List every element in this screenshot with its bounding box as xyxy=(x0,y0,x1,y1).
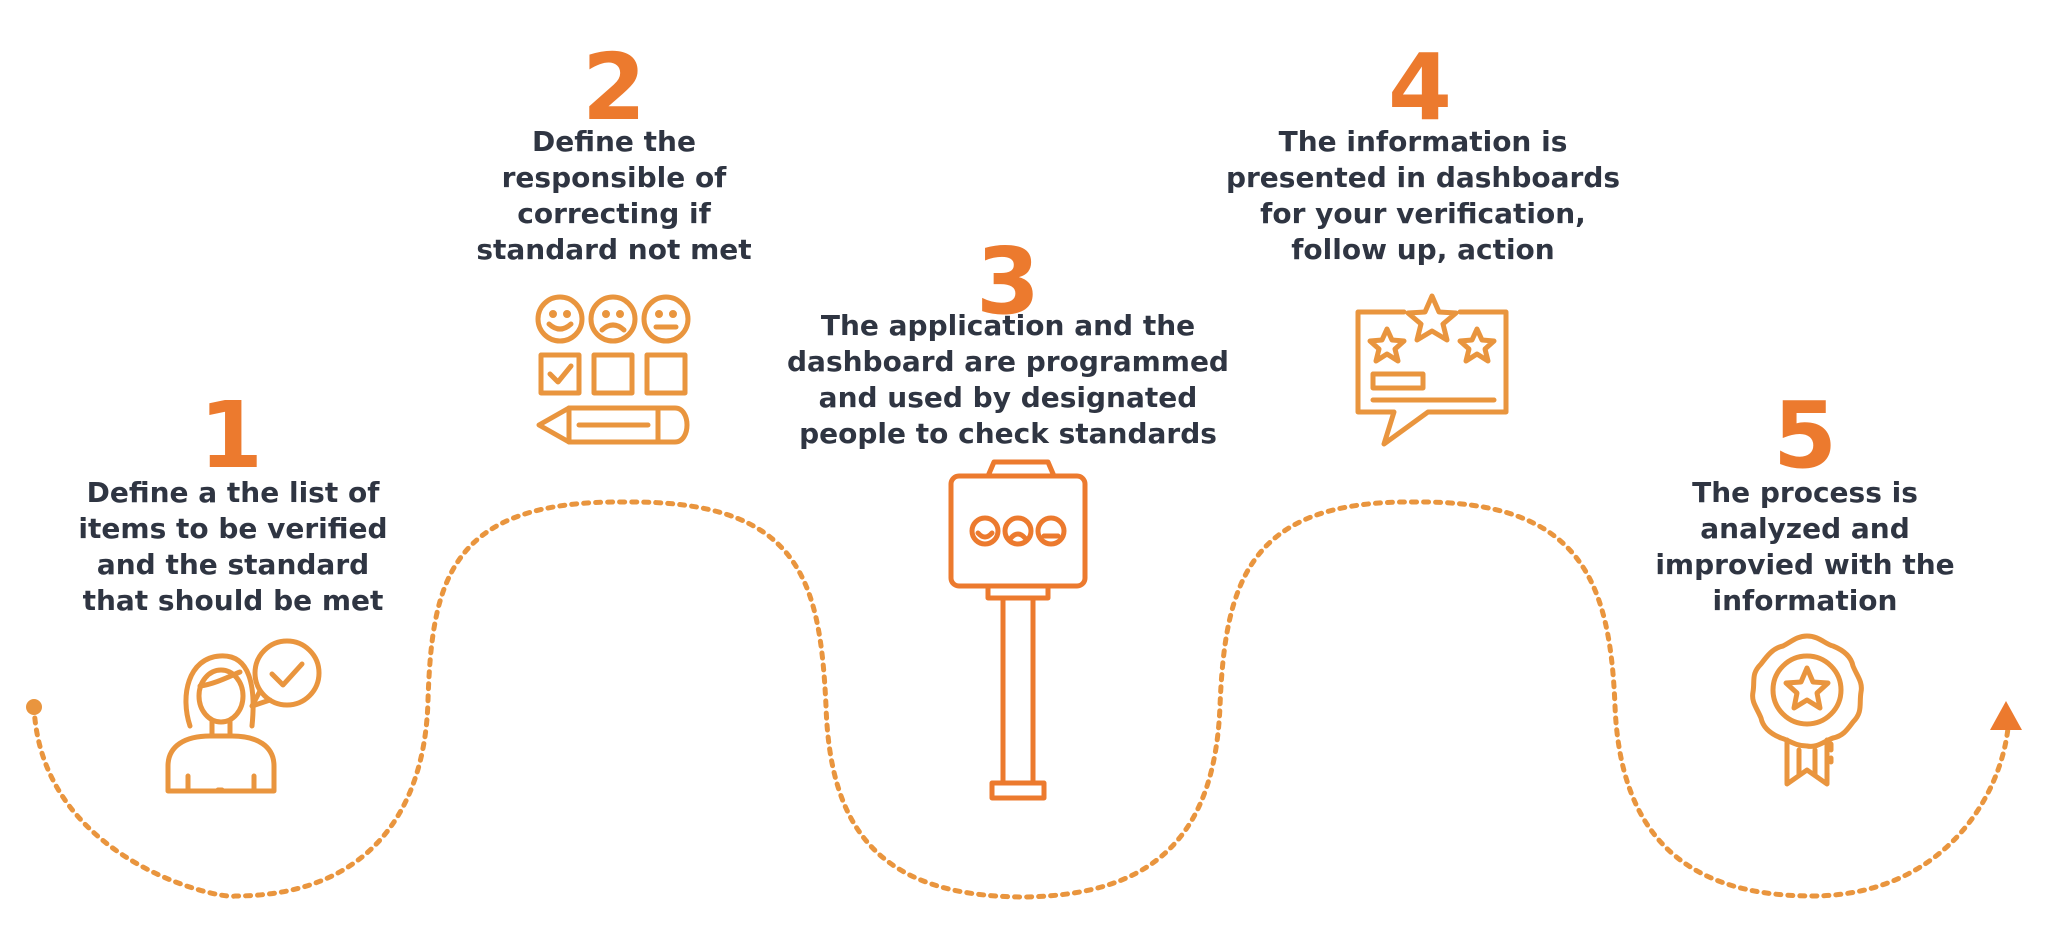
step-2-text: Define the responsible of correcting if … xyxy=(476,125,752,266)
wave-end-arrow xyxy=(1990,701,2022,730)
step-3-number: 3 xyxy=(975,228,1040,335)
step-2-number: 2 xyxy=(581,34,646,141)
feedback-survey-pencil-icon xyxy=(535,294,691,445)
step-3-text: The application and the dashboard are pr… xyxy=(787,309,1229,450)
step-1-number: 1 xyxy=(198,382,263,489)
person-checkmark-icon xyxy=(165,638,322,794)
step-5-text: The process is analyzed and improvied wi… xyxy=(1655,476,1955,617)
step-5-number: 5 xyxy=(1772,382,1837,489)
award-rosette-icon xyxy=(1750,633,1864,787)
step-4-text: The information is presented in dashboar… xyxy=(1225,125,1621,266)
step-4-number: 4 xyxy=(1387,34,1452,141)
wave-start-dot xyxy=(26,699,42,715)
feedback-sign-post-icon xyxy=(948,459,1088,801)
step-1-text: Define a the list of items to be verifie… xyxy=(78,476,388,617)
star-rating-speech-bubble-icon xyxy=(1355,293,1509,447)
